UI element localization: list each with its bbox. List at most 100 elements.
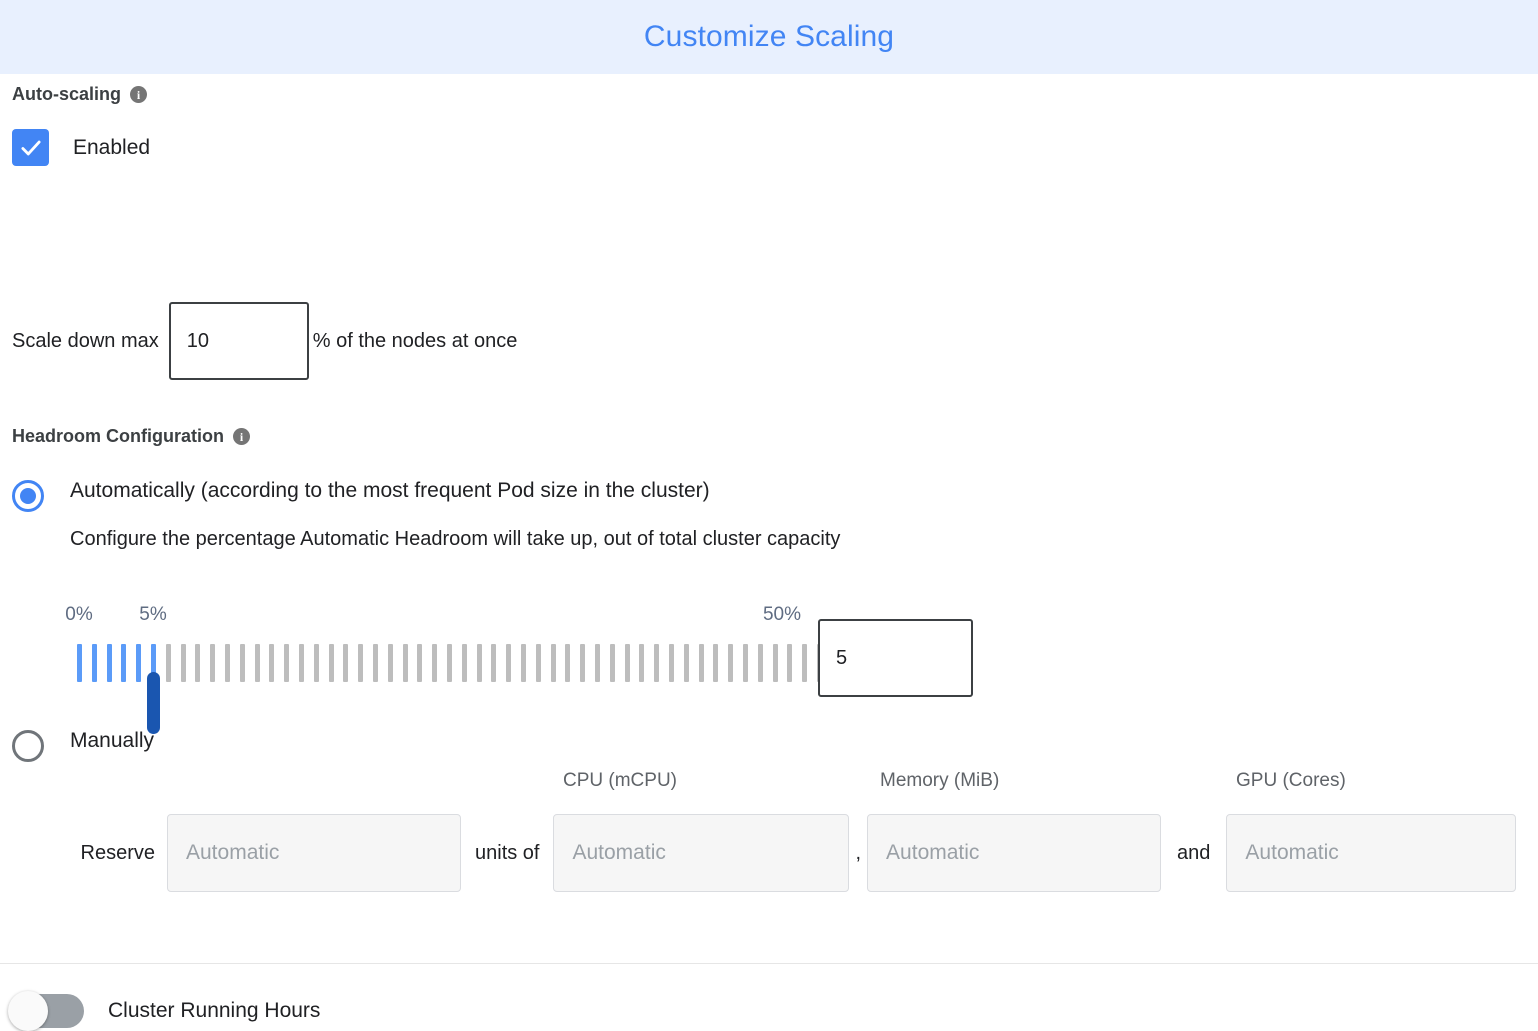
slider-tick[interactable] xyxy=(683,644,689,682)
page-title: Customize Scaling xyxy=(643,20,895,53)
enabled-label: Enabled xyxy=(73,135,151,159)
slider-tick[interactable] xyxy=(713,644,719,682)
slider-tick[interactable] xyxy=(269,644,275,682)
slider-tick[interactable] xyxy=(77,644,82,682)
slider-tick[interactable] xyxy=(787,644,793,682)
slider-tick[interactable] xyxy=(654,644,660,682)
headroom-automatic-row[interactable]: Automatically (according to the most fre… xyxy=(12,479,840,512)
slider-tick[interactable] xyxy=(521,644,526,682)
slider-tick[interactable] xyxy=(743,644,748,682)
slider-tick[interactable] xyxy=(595,644,600,682)
slider-tick[interactable] xyxy=(195,644,201,682)
scale-down-max-suffix: % of the nodes at once xyxy=(312,329,518,352)
slider-tick[interactable] xyxy=(91,644,97,682)
headroom-automatic-help: Configure the percentage Automatic Headr… xyxy=(70,528,841,550)
slider-tick[interactable] xyxy=(373,644,378,682)
slider-tick[interactable] xyxy=(432,644,438,682)
slider-tick[interactable] xyxy=(624,644,630,682)
headroom-slider[interactable] xyxy=(77,644,822,734)
radio-manually[interactable] xyxy=(12,730,44,762)
headroom-label: Headroom Configuration xyxy=(12,426,224,446)
slider-tick[interactable] xyxy=(565,644,571,682)
comma-separator: , xyxy=(855,841,862,864)
slider-tick[interactable] xyxy=(180,644,186,682)
slider-tick[interactable] xyxy=(491,644,497,682)
slider-tick[interactable] xyxy=(476,644,482,682)
column-header-cpu: CPU (mCPU) xyxy=(563,770,677,791)
slider-tick[interactable] xyxy=(447,644,452,682)
reserve-units-input[interactable] xyxy=(167,814,461,892)
toggle-knob xyxy=(8,991,48,1031)
slider-tick[interactable] xyxy=(639,644,645,682)
slider-tick[interactable] xyxy=(121,644,127,682)
scale-down-max-label: Scale down max xyxy=(12,329,159,352)
slider-tick[interactable] xyxy=(210,644,216,682)
slider-tick[interactable] xyxy=(254,644,260,682)
slider-tick[interactable] xyxy=(225,644,230,682)
headroom-manual-section: Manually xyxy=(12,729,154,762)
slider-tick[interactable] xyxy=(772,644,778,682)
headroom-heading: Headroom Configuration i xyxy=(12,426,840,447)
slider-tick[interactable] xyxy=(358,644,364,682)
reserve-gpu-input[interactable] xyxy=(1226,814,1517,892)
info-icon[interactable]: i xyxy=(233,428,250,445)
slider-tick[interactable] xyxy=(757,644,763,682)
auto-scaling-enabled-row[interactable]: Enabled xyxy=(12,129,150,166)
slider-min-label: 0% xyxy=(65,604,93,625)
slider-tick[interactable] xyxy=(417,644,423,682)
slider-tick[interactable] xyxy=(580,644,586,682)
slider-thumb[interactable] xyxy=(147,672,160,734)
slider-scale-labels: 0% 5% 50% xyxy=(12,604,992,634)
cluster-running-hours-label: Cluster Running Hours xyxy=(108,999,321,1022)
cluster-running-hours-row[interactable]: Cluster Running Hours xyxy=(8,991,321,1031)
and-label: and xyxy=(1177,841,1211,864)
slider-tick[interactable] xyxy=(343,644,349,682)
headroom-slider-area: 0% 5% 50% xyxy=(12,604,992,734)
slider-tick[interactable] xyxy=(698,644,704,682)
slider-tick[interactable] xyxy=(328,644,334,682)
slider-tick[interactable] xyxy=(106,644,112,682)
units-of-label: units of xyxy=(475,841,540,864)
radio-automatic-label: Automatically (according to the most fre… xyxy=(70,479,710,502)
slider-tick[interactable] xyxy=(728,644,734,682)
slider-tick[interactable] xyxy=(239,644,245,682)
slider-tick[interactable] xyxy=(313,644,319,682)
reserve-memory-input[interactable] xyxy=(867,814,1162,892)
column-header-memory: Memory (MiB) xyxy=(880,770,1000,791)
radio-automatic[interactable] xyxy=(12,480,44,512)
info-icon[interactable]: i xyxy=(130,86,148,103)
column-header-gpu: GPU (Cores) xyxy=(1236,770,1346,791)
reserve-area: CPU (mCPU) Memory (MiB) GPU (Cores) Rese… xyxy=(12,770,1526,892)
radio-manually-label: Manually xyxy=(70,729,155,752)
headroom-percent-input[interactable] xyxy=(818,619,973,697)
slider-current-label: 5% xyxy=(139,604,167,625)
auto-scaling-heading: Auto-scaling i xyxy=(12,84,150,105)
slider-tick[interactable] xyxy=(669,644,674,682)
slider-tick[interactable] xyxy=(165,644,171,682)
slider-tick[interactable] xyxy=(535,644,541,682)
slider-tick[interactable] xyxy=(402,644,408,682)
reserve-column-headers: CPU (mCPU) Memory (MiB) GPU (Cores) xyxy=(12,770,1526,800)
auto-scaling-label: Auto-scaling xyxy=(12,84,122,104)
slider-tick[interactable] xyxy=(151,644,156,682)
slider-tick[interactable] xyxy=(550,644,556,682)
auto-scaling-section: Auto-scaling i Enabled xyxy=(12,84,150,166)
slider-tick[interactable] xyxy=(299,644,304,682)
slider-tick[interactable] xyxy=(284,644,290,682)
reserve-cpu-input[interactable] xyxy=(553,814,850,892)
slider-tick[interactable] xyxy=(802,644,808,682)
reserve-label: Reserve xyxy=(80,841,155,864)
scale-down-max-input[interactable] xyxy=(168,302,309,380)
dialog-header: Customize Scaling xyxy=(0,0,1538,74)
reserve-row: Reserve units of , and xyxy=(12,814,1526,892)
enabled-checkbox[interactable] xyxy=(12,129,49,166)
headroom-configuration-section: Headroom Configuration i Automatically (… xyxy=(12,426,840,551)
slider-max-label: 50% xyxy=(762,604,802,625)
slider-tick[interactable] xyxy=(609,644,615,682)
slider-tick[interactable] xyxy=(506,644,512,682)
slider-tick[interactable] xyxy=(387,644,393,682)
cluster-running-hours-toggle[interactable] xyxy=(8,991,84,1031)
slider-tick[interactable] xyxy=(461,644,467,682)
slider-tick[interactable] xyxy=(136,644,142,682)
headroom-manual-row[interactable]: Manually xyxy=(12,729,154,762)
